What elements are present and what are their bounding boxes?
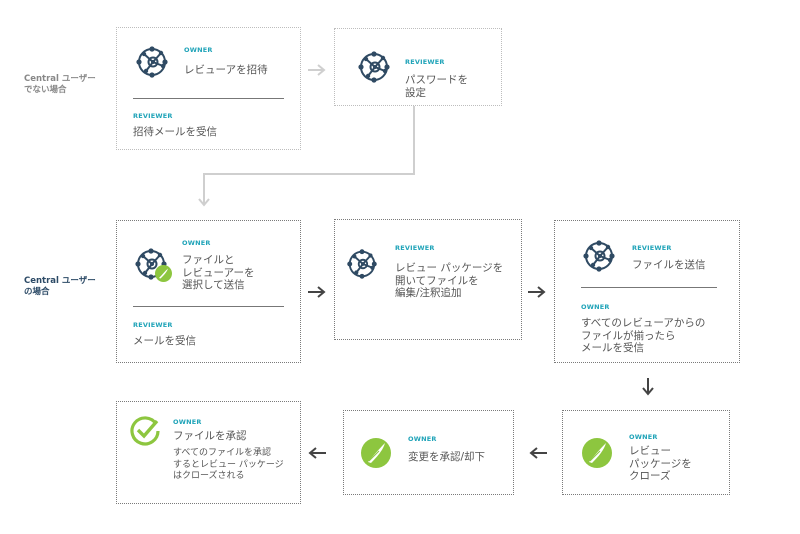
step-invite-box: OWNER レビューアを招待 REVIEWER 招待メールを受信	[116, 27, 301, 150]
flow-arrow-left	[529, 447, 547, 459]
reviewer-step-text: 招待メールを受信	[133, 126, 217, 139]
text-line: レビュー パッケージを	[395, 262, 504, 274]
flow-arrow-left	[308, 447, 326, 459]
owner-role-label: OWNER	[173, 418, 202, 426]
text-line: パッケージを	[629, 457, 692, 470]
owner-step-text: レビューアを招待	[184, 64, 268, 77]
pen-icon	[582, 438, 612, 468]
text-line: レビューアを招待	[184, 64, 268, 76]
step-close-package-box: OWNER レビュー パッケージを クローズ	[562, 410, 730, 495]
text-line: ファイルを送信	[632, 259, 706, 271]
text-line: パスワードを	[405, 74, 468, 86]
text-line: 設定	[405, 86, 426, 99]
owner-role-label: OWNER	[408, 435, 437, 443]
text-line: すべてのレビューアからの	[581, 317, 706, 329]
reviewer-role-label: REVIEWER	[405, 58, 445, 66]
owner-role-label: OWNER	[184, 46, 213, 54]
step-approve-reject-box: OWNER 変更を承認/却下	[343, 410, 514, 495]
owner-role-label: OWNER	[581, 303, 610, 311]
check-circle-icon	[130, 416, 160, 446]
text-line: レビューアーを	[182, 266, 255, 279]
step-select-send-box: OWNER ファイルと レビューアーを 選択して送信 REVIEWER メールを…	[116, 220, 301, 363]
pen-icon	[361, 438, 391, 468]
divider	[133, 306, 284, 307]
network-hub-icon	[347, 249, 377, 279]
flow-arrow-right	[528, 286, 546, 298]
network-hub-icon	[358, 51, 390, 83]
text-line: するとレビュー パッケージ	[173, 459, 284, 470]
reviewer-role-label: REVIEWER	[395, 244, 435, 252]
reviewer-step-text: メールを受信	[133, 335, 196, 348]
row-label-line: Central ユーザー	[24, 276, 96, 286]
row-label-central: Central ユーザー の場合	[24, 276, 96, 298]
text-line: ファイルと	[182, 254, 235, 266]
step-text: 変更を承認/却下	[408, 451, 485, 464]
text-line: ファイルを承認	[173, 430, 247, 442]
text-line: ファイルが揃ったら	[581, 329, 676, 342]
row-label-line: Central ユーザー	[24, 74, 96, 84]
text-line: 変更を承認/却下	[408, 451, 486, 463]
row-label-non-central: Central ユーザー でない場合	[24, 74, 96, 96]
divider	[581, 287, 717, 288]
owner-step-text: ファイルと レビューアーを 選択して送信	[182, 254, 254, 292]
reviewer-role-label: REVIEWER	[133, 112, 173, 120]
row-label-line: でない場合	[24, 85, 67, 95]
reviewer-role-label: REVIEWER	[632, 244, 672, 252]
network-hub-icon	[583, 240, 615, 272]
owner-step-text: すべてのレビューアからの ファイルが揃ったら メールを受信	[581, 317, 705, 355]
step-approve-files-box: OWNER ファイルを承認 すべてのファイルを承認 するとレビュー パッケージ …	[116, 401, 301, 504]
step-text: レビュー パッケージを クローズ	[629, 445, 692, 483]
flow-connector-elbow	[198, 106, 415, 207]
step-title: ファイルを承認	[173, 430, 247, 443]
owner-role-label: OWNER	[629, 433, 658, 441]
flow-arrow-down	[642, 378, 654, 396]
step-open-package-box: REVIEWER レビュー パッケージを 開いてファイルを 編集/注釈追加	[334, 219, 522, 340]
divider	[133, 98, 284, 99]
reviewer-role-label: REVIEWER	[133, 321, 173, 329]
text-line: すべてのファイルを承認	[173, 448, 272, 458]
text-line: クローズ	[629, 470, 671, 482]
network-hub-icon	[136, 46, 168, 78]
text-line: メールを受信	[581, 342, 644, 354]
text-line: 編集/注釈追加	[395, 287, 462, 299]
reviewer-step-text: ファイルを送信	[632, 259, 706, 272]
text-line: はクローズされる	[173, 471, 245, 481]
text-line: レビュー	[629, 445, 671, 457]
text-line: 招待メールを受信	[133, 126, 217, 138]
network-hub-icon	[135, 248, 167, 280]
row-label-line: の場合	[24, 287, 50, 297]
owner-role-label: OWNER	[182, 239, 211, 247]
step-send-files-box: REVIEWER ファイルを送信 OWNER すべてのレビューアからの ファイル…	[554, 220, 740, 363]
text-line: 開いてファイルを	[395, 274, 479, 287]
text-line: メールを受信	[133, 335, 196, 347]
flow-arrow-right	[308, 64, 326, 76]
pen-icon	[155, 265, 172, 282]
step-set-password-box: REVIEWER パスワードを 設定	[334, 28, 502, 106]
step-note: すべてのファイルを承認 するとレビュー パッケージ はクローズされる	[173, 448, 284, 483]
flow-arrow-right	[308, 286, 326, 298]
text-line: 選択して送信	[182, 279, 245, 291]
step-text: レビュー パッケージを 開いてファイルを 編集/注釈追加	[395, 262, 503, 300]
step-text: パスワードを 設定	[405, 74, 468, 99]
